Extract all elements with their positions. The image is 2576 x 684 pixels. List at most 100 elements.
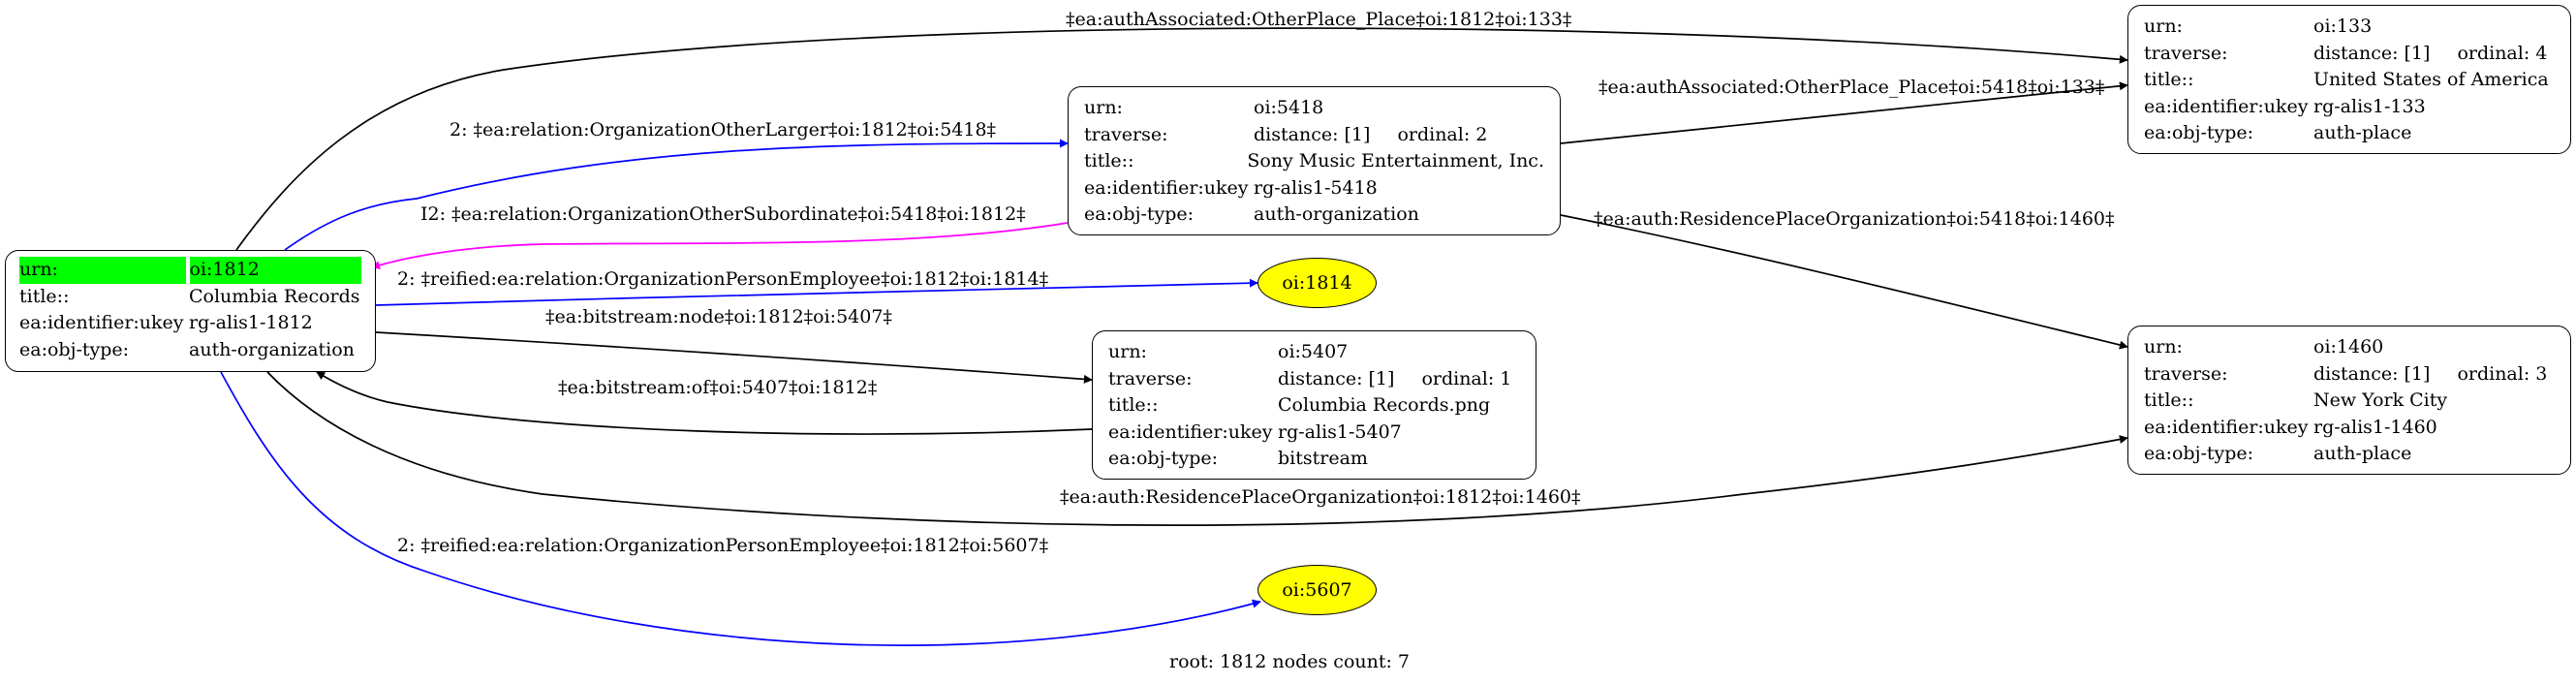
- node-row: ea:obj-type: auth-place: [2144, 441, 2555, 468]
- node-row: title:: Columbia Records.png: [1108, 392, 1520, 420]
- node-value: distance: [1]: [2313, 362, 2431, 385]
- node-key: ea:identifier:ukey: [2144, 416, 2309, 438]
- node-value: Columbia Records.png: [1278, 394, 1491, 416]
- edge-5407-to-root: [316, 371, 1093, 435]
- node-value-ordinal: ordinal: 2: [1397, 123, 1488, 145]
- node-133[interactable]: urn: oi:133 traverse: distance: [1] ordi…: [2127, 5, 2571, 154]
- node-row: title:: United States of America: [2144, 67, 2555, 94]
- node-row: ea:identifier:ukey rg-alis1-5418: [1084, 175, 1544, 202]
- node-value: auth-organization: [189, 338, 355, 360]
- node-5407[interactable]: urn: oi:5407 traverse: distance: [1] ord…: [1092, 330, 1536, 480]
- node-key: urn:: [2144, 336, 2183, 358]
- edge-5418-to-133: [1560, 81, 2128, 144]
- edge-root-to-1460: [266, 371, 2128, 526]
- node-key: traverse:: [2144, 42, 2228, 64]
- edge-root-to-5607: [220, 371, 1261, 646]
- edge-label-root-to-1814: 2: ‡reified:ea:relation:OrganizationPers…: [397, 268, 1049, 290]
- node-value: auth-organization: [1254, 203, 1419, 225]
- node-1460[interactable]: urn: oi:1460 traverse: distance: [1] ord…: [2127, 326, 2571, 475]
- node-value-ordinal: ordinal: 4: [2457, 42, 2548, 64]
- node-key: traverse:: [2144, 362, 2228, 385]
- node-value: United States of America: [2313, 69, 2549, 90]
- node-row: ea:obj-type: auth-organization: [19, 337, 361, 364]
- node-value: bitstream: [1278, 448, 1368, 469]
- node-key: title::: [1108, 394, 1159, 416]
- node-key: urn:: [1108, 341, 1147, 362]
- node-key: traverse:: [1108, 367, 1193, 389]
- node-key: title::: [1084, 150, 1134, 171]
- node-value: oi:1460: [2313, 336, 2384, 358]
- edge-root-to-133: [235, 27, 2128, 251]
- node-ellipse-1814[interactable]: oi:1814: [1257, 258, 1377, 308]
- node-key: ea:identifier:ukey: [1084, 176, 1249, 199]
- node-value: auth-place: [2313, 443, 2412, 464]
- edge-root-to-5407: [375, 331, 1093, 384]
- node-key: ea:obj-type:: [1084, 203, 1195, 225]
- edge-5418-to-root: [371, 222, 1069, 269]
- node-key: urn:: [19, 257, 186, 284]
- node-key: ea:obj-type:: [2144, 122, 2254, 143]
- node-value: auth-place: [2313, 122, 2412, 143]
- node-value: oi:5407: [1278, 341, 1349, 362]
- node-key: ea:obj-type:: [19, 338, 130, 360]
- node-value: Sony Music Entertainment, Inc.: [1247, 150, 1544, 171]
- node-row: ea:obj-type: bitstream: [1108, 446, 1520, 473]
- edge-label-root-to-5607: 2: ‡reified:ea:relation:OrganizationPers…: [397, 535, 1049, 556]
- node-key: ea:identifier:ukey: [19, 312, 184, 333]
- node-value: distance: [1]: [1278, 367, 1395, 389]
- node-value: oi:133: [2313, 16, 2373, 37]
- node-value: oi:5418: [1254, 97, 1324, 118]
- edge-label-5418-to-root: I2: ‡ea:relation:OrganizationOtherSubord…: [420, 203, 1026, 225]
- edge-label-5418-to-133: ‡ea:authAssociated:OtherPlace_Place‡oi:5…: [1598, 77, 2105, 98]
- node-row: title:: Sony Music Entertainment, Inc.: [1084, 148, 1544, 175]
- node-5418[interactable]: urn: oi:5418 traverse: distance: [1] ord…: [1068, 86, 1561, 235]
- node-row: title:: Columbia Records: [19, 284, 361, 311]
- graph-footer: root: 1812 nodes count: 7: [1169, 651, 1411, 672]
- node-value-ordinal: ordinal: 1: [1421, 367, 1512, 389]
- node-value: New York City: [2313, 389, 2448, 411]
- edge-root-to-1814: [375, 278, 1258, 306]
- node-value: distance: [1]: [1254, 123, 1371, 145]
- node-value: rg-alis1-5407: [1278, 420, 1402, 443]
- node-value: rg-alis1-1812: [189, 312, 313, 333]
- ellipse-label: oi:5607: [1282, 579, 1352, 601]
- node-row: traverse: distance: [1] ordinal: 3: [2144, 361, 2555, 389]
- node-value: Columbia Records: [189, 285, 360, 307]
- node-row: urn: oi:133: [2144, 14, 2555, 41]
- node-key: ea:identifier:ukey: [2144, 95, 2309, 117]
- node-value: rg-alis1-1460: [2313, 416, 2437, 438]
- node-key: urn:: [1084, 97, 1123, 118]
- node-row: ea:obj-type: auth-organization: [1084, 202, 1544, 229]
- node-value-ordinal: ordinal: 3: [2457, 362, 2548, 385]
- edge-root-to-5418: [284, 139, 1069, 251]
- node-row: traverse: distance: [1] ordinal: 2: [1084, 122, 1544, 149]
- edge-5418-to-1460: [1560, 214, 2128, 350]
- edge-label-root-to-133: ‡ea:authAssociated:OtherPlace_Place‡oi:1…: [1066, 9, 1572, 30]
- node-key: ea:identifier:ukey: [1108, 420, 1273, 443]
- node-value: oi:1812: [189, 257, 361, 284]
- node-row: urn: oi:5418: [1084, 95, 1544, 122]
- node-row: urn: oi:1812: [19, 257, 361, 284]
- node-row: ea:identifier:ukey rg-alis1-133: [2144, 94, 2555, 121]
- ellipse-label: oi:1814: [1282, 272, 1352, 294]
- node-row: ea:identifier:ukey rg-alis1-1812: [19, 310, 361, 337]
- node-key: title::: [2144, 389, 2194, 411]
- node-row: urn: oi:5407: [1108, 339, 1520, 366]
- node-row: ea:identifier:ukey rg-alis1-5407: [1108, 420, 1520, 447]
- node-key: traverse:: [1084, 123, 1168, 145]
- node-key: title::: [2144, 69, 2194, 90]
- node-row: ea:identifier:ukey rg-alis1-1460: [2144, 415, 2555, 442]
- node-row: urn: oi:1460: [2144, 334, 2555, 361]
- node-ellipse-5607[interactable]: oi:5607: [1257, 565, 1377, 615]
- node-key: ea:obj-type:: [2144, 443, 2254, 464]
- node-row: traverse: distance: [1] ordinal: 4: [2144, 41, 2555, 68]
- node-root-1812[interactable]: urn: oi:1812 title:: Columbia Records ea…: [5, 250, 376, 372]
- node-key: title::: [19, 285, 70, 307]
- node-key: ea:obj-type:: [1108, 448, 1219, 469]
- node-key: urn:: [2144, 16, 2183, 37]
- node-row: traverse: distance: [1] ordinal: 1: [1108, 366, 1520, 393]
- node-row: ea:obj-type: auth-place: [2144, 120, 2555, 147]
- edge-label-root-to-1460: ‡ea:auth:ResidencePlaceOrganization‡oi:1…: [1060, 486, 1581, 508]
- node-value: rg-alis1-133: [2313, 95, 2426, 117]
